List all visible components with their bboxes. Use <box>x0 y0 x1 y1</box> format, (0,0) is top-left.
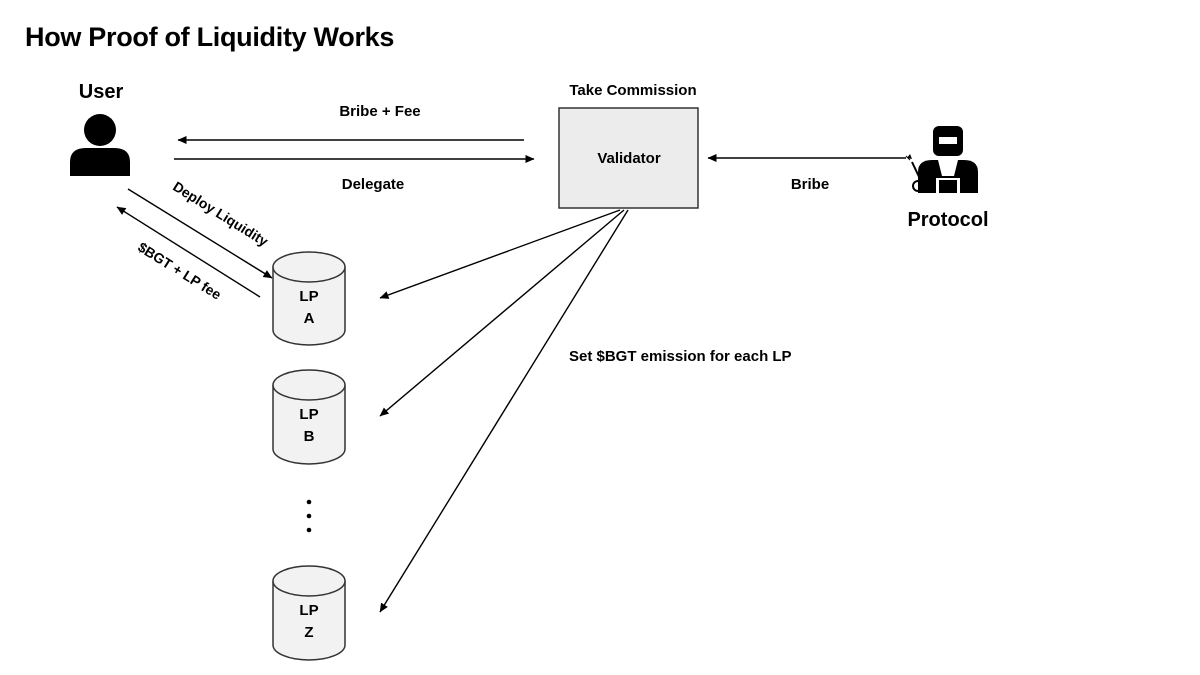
user-icon <box>70 114 130 176</box>
deploy-liquidity-arrow <box>127 188 273 279</box>
emission-arrow-lp-a <box>379 209 621 299</box>
lp-cylinder-b: LP B <box>272 369 346 465</box>
deploy-liquidity-label: Deploy Liquidity <box>170 178 271 249</box>
lp-b-line1: LP <box>299 406 318 423</box>
lp-cylinder-a: LP A <box>272 251 346 346</box>
lp-a-line1: LP <box>299 288 318 305</box>
bgt-lp-fee-label: $BGT + LP fee <box>135 239 224 303</box>
user-label: User <box>79 81 124 103</box>
protocol-label: Protocol <box>907 209 988 231</box>
validator-box <box>558 107 699 209</box>
emission-arrow-lp-b <box>379 209 625 417</box>
page-title: How Proof of Liquidity Works <box>25 22 395 52</box>
lp-z-line2: Z <box>304 624 313 641</box>
validator-caption: Take Commission <box>569 82 696 99</box>
delegate-label: Delegate <box>342 176 405 193</box>
welder-icon <box>905 126 978 193</box>
lp-z-line1: LP <box>299 602 318 619</box>
validator-label: Validator <box>597 150 661 167</box>
lp-a-line2: A <box>304 310 315 327</box>
bgt-lp-fee-arrow <box>116 206 261 298</box>
set-emission-label: Set $BGT emission for each LP <box>569 348 792 365</box>
lp-cylinder-z: LP Z <box>272 565 346 661</box>
vertical-ellipsis-icon <box>306 499 312 533</box>
emission-arrow-lp-z <box>379 209 629 613</box>
bribe-label: Bribe <box>791 176 829 193</box>
lp-b-line2: B <box>304 428 315 445</box>
bribe-fee-label: Bribe + Fee <box>339 103 420 120</box>
